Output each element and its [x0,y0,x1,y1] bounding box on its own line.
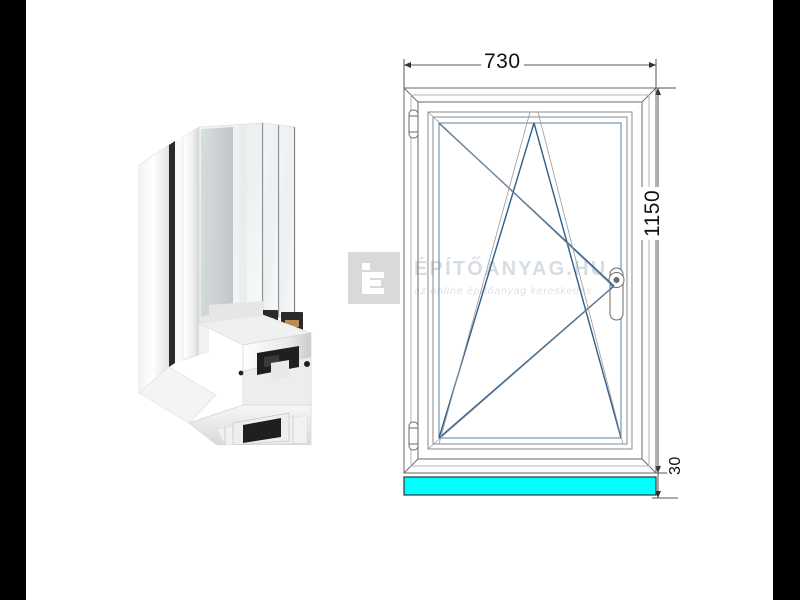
dimension-width-label: 730 [481,50,524,74]
hinge-bottom [408,421,419,451]
white-canvas: ÉPÍTŐANYAG.HU az online építőanyag keres… [26,0,773,600]
dimension-width [403,59,657,88]
window-handle [608,267,625,321]
window-technical-drawing: 730 1150 30 [386,40,716,520]
window-profile-photo [121,105,341,446]
window-sash-frame [427,111,633,450]
letterbox-bar-left [0,0,26,600]
dimension-sill-label: 30 [667,453,685,478]
tilt-symbol [438,122,622,439]
turn-symbol [438,122,615,439]
technical-drawing-svg [403,59,678,499]
window-sill [403,476,657,496]
symbol-guide-lines [427,111,624,450]
hinge-top [408,109,419,139]
dimension-height-label: 1150 [641,186,665,240]
profile-cross-section-svg [138,122,313,446]
glazing-bead [438,122,622,439]
letterbox-bar-right [773,0,800,600]
